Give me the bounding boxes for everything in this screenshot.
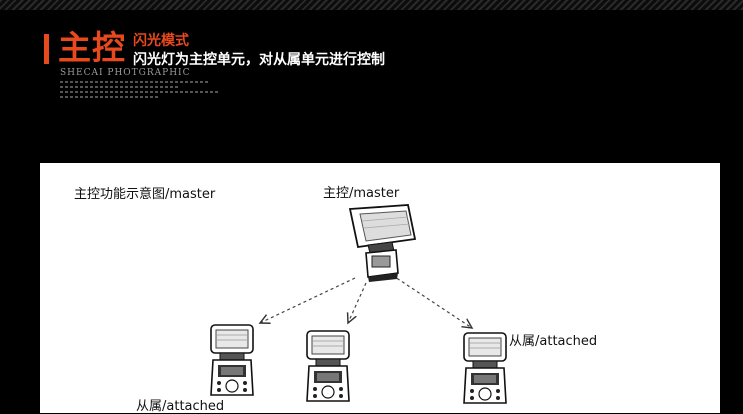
brand-name: SHECAI PHOTGRAPHIC (60, 68, 191, 78)
flash-diagram (210, 204, 507, 404)
slave-flash-icon-right (463, 332, 507, 404)
signal-arrows (260, 274, 472, 328)
arrow-to-center (348, 282, 367, 323)
diagram-panel: 主控功能示意图/master 主控/master 从属/attached 从属/… (40, 163, 720, 414)
decorative-fine-print (60, 81, 220, 101)
master-flash-icon (348, 204, 417, 282)
mode-label: 闪光模式 (133, 33, 189, 49)
arrow-to-left (260, 277, 356, 323)
diagram-caption: 主控功能示意图/master (74, 187, 216, 202)
slave-flash-icon-center (306, 330, 350, 402)
title-accent-bar (44, 34, 49, 64)
attached-label: 从属/attached (509, 334, 598, 349)
slave-flash-icon-left (210, 324, 254, 396)
arrow-to-right (391, 274, 472, 328)
master-label: 主控/master (323, 186, 400, 201)
page-title: 主控 (58, 28, 126, 67)
top-stripe-border (0, 0, 743, 10)
mode-description: 闪光灯为主控单元，对从属单元进行控制 (133, 52, 385, 68)
